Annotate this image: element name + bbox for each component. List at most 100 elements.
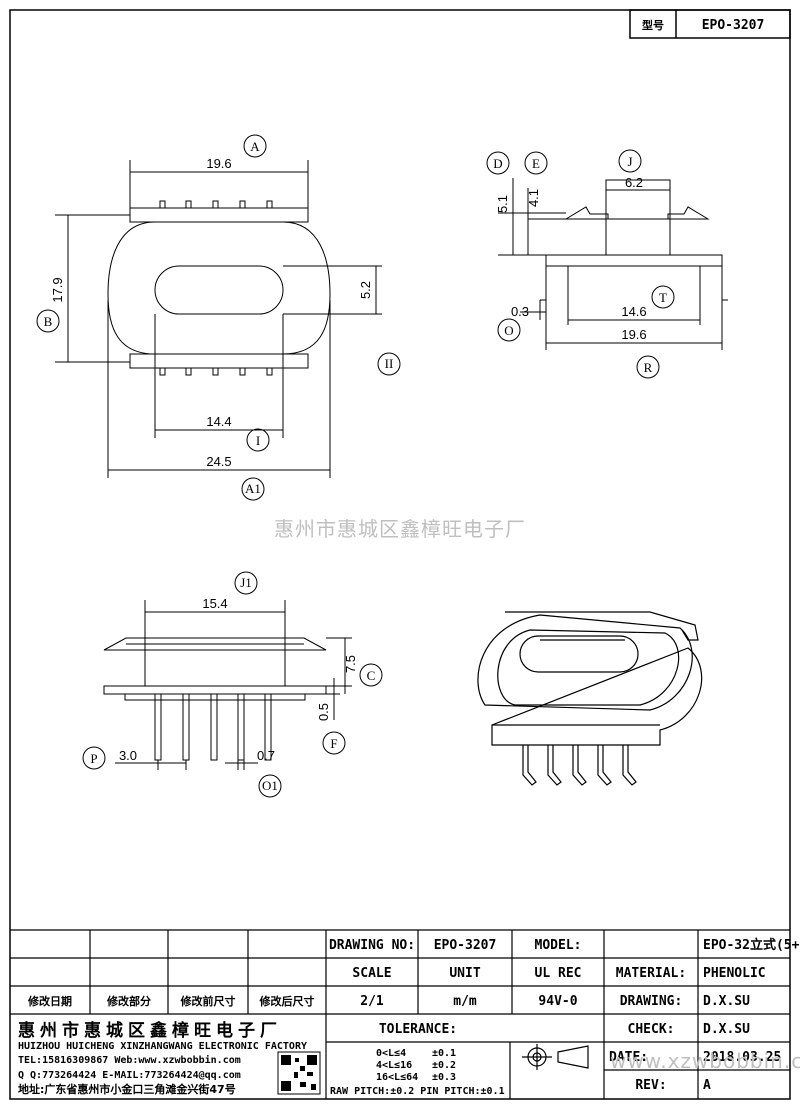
date-value: 2018.03.25 <box>703 1050 781 1065</box>
side-base-flange <box>545 254 723 267</box>
date-label: DATE: <box>609 1050 648 1065</box>
dim-total-width: 24.5 <box>206 454 231 469</box>
svg-text:C: C <box>367 668 376 683</box>
scale-label: SCALE <box>352 966 391 981</box>
rev-col-after: 修改后尺寸 <box>259 994 315 1008</box>
ulrec-value: 94V-0 <box>538 994 577 1009</box>
callout-A1: A1 <box>241 477 265 501</box>
dim-side-0-3: 0.3 <box>511 304 529 319</box>
top-flange-upper <box>129 207 309 223</box>
top-center-slot <box>154 265 284 315</box>
dim-front-7-5: 7.5 <box>343 655 358 673</box>
dim-slot-height: 5.2 <box>358 281 373 299</box>
drawing-value: D.X.SU <box>703 994 750 1009</box>
side-core-post <box>605 179 671 256</box>
svg-text:II: II <box>385 356 394 371</box>
rev-label: REV: <box>635 1078 666 1093</box>
tolerance-label: TOLERANCE: <box>379 1022 457 1037</box>
dim-slot-width: 14.4 <box>206 414 231 429</box>
callout-P: P <box>82 746 106 770</box>
rev-col-part: 修改部分 <box>106 994 151 1008</box>
tol-value-3: ±0.3 <box>432 1072 456 1083</box>
check-value: D.X.SU <box>703 1022 750 1037</box>
tol-range-3: 16<L≤64 <box>376 1072 418 1083</box>
callout-C: C <box>359 663 383 687</box>
callout-R: R <box>636 355 660 379</box>
title-block <box>10 929 790 1099</box>
svg-text:A: A <box>250 139 260 154</box>
callout-J: J <box>618 149 642 173</box>
iso-base <box>491 647 703 746</box>
front-pins <box>154 693 272 761</box>
dim-side-6-2: 6.2 <box>625 175 643 190</box>
svg-text:A1: A1 <box>245 481 261 496</box>
isometric-view <box>477 611 703 786</box>
callout-E: E <box>524 151 548 175</box>
side-hook-left <box>564 206 609 220</box>
company-name-en: HUIZHOU HUICHENG XINZHANGWANG ELECTRONIC… <box>18 1041 307 1052</box>
callout-O1: O1 <box>258 774 282 798</box>
top-oval-body <box>107 221 331 355</box>
svg-text:T: T <box>659 290 667 305</box>
sheet-border <box>9 9 791 1100</box>
iso-pins <box>522 745 637 786</box>
callout-F: F <box>322 731 346 755</box>
svg-text:R: R <box>644 360 653 375</box>
site-watermark: www.xzwbobbin.com <box>610 1049 800 1073</box>
iso-slot <box>519 635 639 673</box>
front-base-flange <box>103 685 327 695</box>
drawing-no-value: EPO-3207 <box>434 938 497 953</box>
top-flange-lower <box>129 353 309 369</box>
dim-front-0-7: 0.7 <box>257 748 275 763</box>
svg-text:B: B <box>44 314 53 329</box>
projection-symbol-icon <box>522 1044 589 1070</box>
side-view <box>498 178 728 350</box>
company-tel: TEL:15816309867 Web:www.xzwbobbin.com <box>18 1054 241 1066</box>
svg-text:J: J <box>627 154 632 169</box>
iso-top-flange <box>477 614 693 711</box>
tol-value-1: ±0.1 <box>432 1048 456 1059</box>
svg-text:D: D <box>493 156 502 171</box>
dim-front-3-0: 3.0 <box>119 748 137 763</box>
rev-col-before: 修改前尺寸 <box>180 994 236 1008</box>
svg-text:O1: O1 <box>262 778 278 793</box>
callout-A: A <box>243 134 267 158</box>
rev-col-date: 修改日期 <box>27 994 72 1008</box>
dim-side-19-6: 19.6 <box>621 327 646 342</box>
material-label: MATERIAL: <box>616 966 686 981</box>
rev-value: A <box>703 1078 711 1093</box>
top-view <box>55 160 382 478</box>
front-core <box>144 649 286 687</box>
company-qq: Q Q:773264424 E-MAIL:773264424@qq.com <box>18 1070 241 1081</box>
company-address: 地址:广东省惠州市小金口三角滩金兴街47号 <box>18 1082 236 1096</box>
svg-text:I: I <box>256 433 260 448</box>
type-header-box: 型号 EPO-3207 <box>629 9 791 39</box>
svg-text:F: F <box>330 736 337 751</box>
material-value: PHENOLIC <box>703 966 766 981</box>
dim-top-width: 19.6 <box>206 156 231 171</box>
iso-top-rim <box>505 611 699 641</box>
front-view <box>103 600 352 770</box>
ulrec-label: UL REC <box>535 966 582 981</box>
svg-text:O: O <box>504 323 513 338</box>
callout-D: D <box>486 151 510 175</box>
pitch-tolerance: RAW PITCH:±0.2 PIN PITCH:±0.1 <box>330 1086 505 1097</box>
dim-front-0-5: 0.5 <box>316 703 331 721</box>
callout-B: B <box>36 309 60 333</box>
side-pin-right <box>721 266 728 301</box>
dim-top-height: 17.9 <box>50 277 65 302</box>
top-pins-lower <box>159 367 273 376</box>
header-part-no: EPO-3207 <box>702 18 765 33</box>
unit-label: UNIT <box>449 966 480 981</box>
svg-text:P: P <box>90 751 97 766</box>
callout-J1: J1 <box>234 571 258 595</box>
tol-range-2: 4<L≤16 <box>376 1060 412 1071</box>
unit-value: m/m <box>453 994 477 1009</box>
model-value: EPO-32立式(5+5PIN) <box>703 937 800 953</box>
model-label: MODEL: <box>535 938 582 953</box>
company-name-cn: 惠州市惠城区鑫樟旺电子厂 <box>18 1020 282 1041</box>
side-hook-right <box>667 206 710 220</box>
tol-range-1: 0<L≤4 <box>376 1048 406 1059</box>
front-base-lip <box>124 693 306 701</box>
